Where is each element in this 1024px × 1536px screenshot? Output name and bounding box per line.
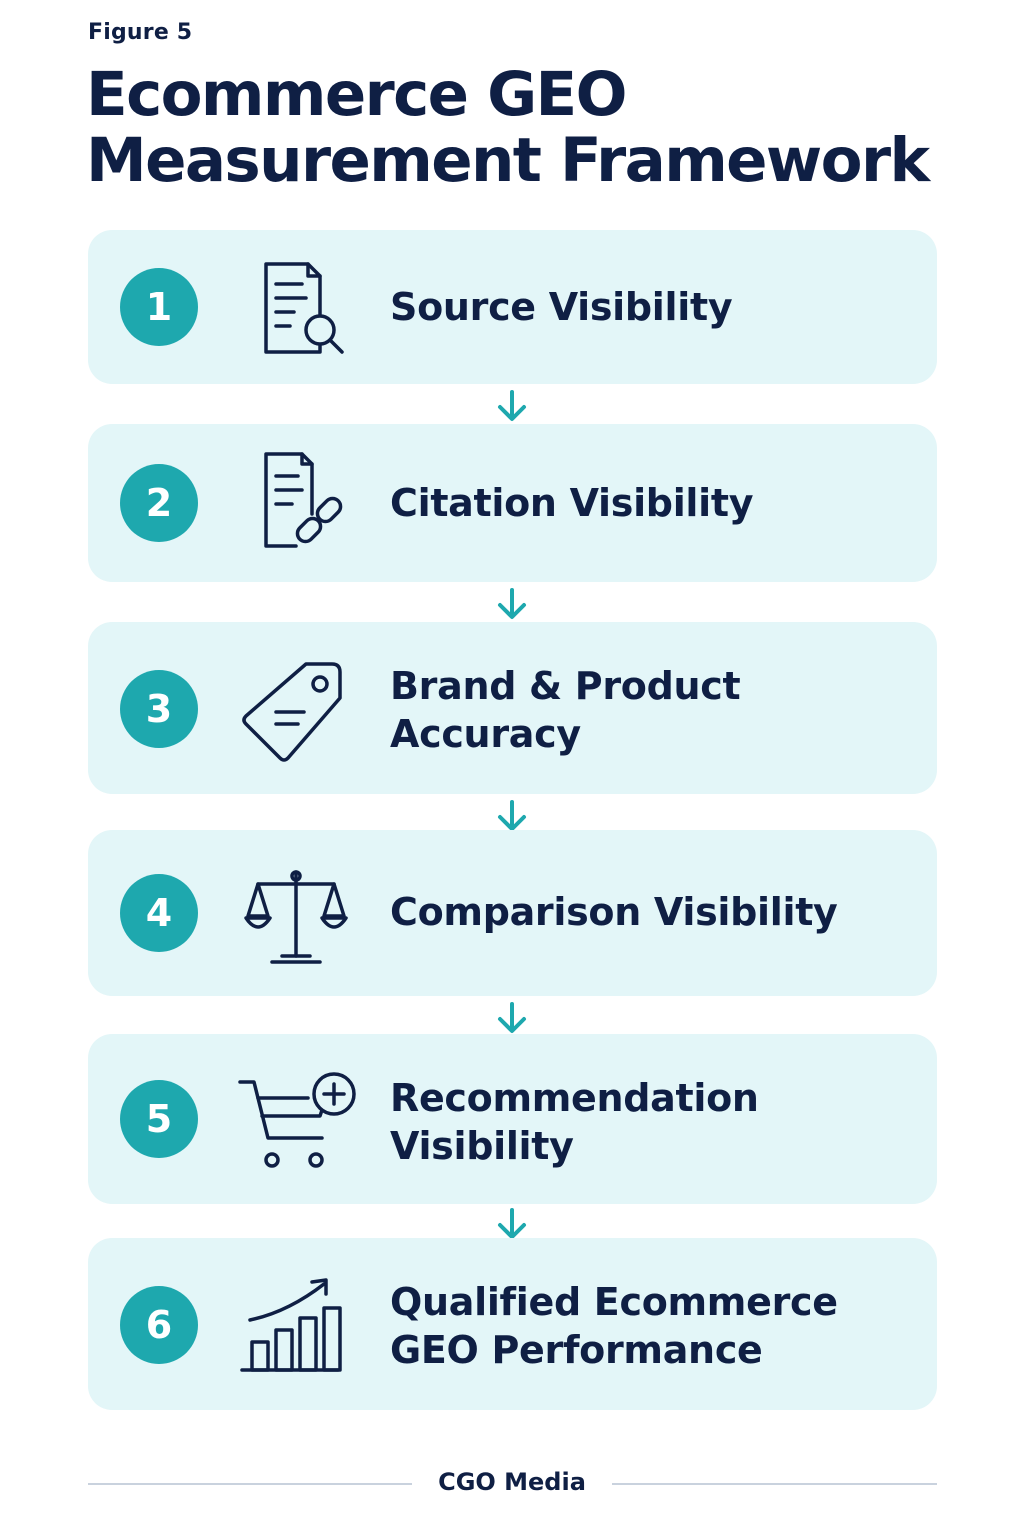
document-search-icon xyxy=(236,254,356,364)
step-card-4: 4 Comparison Visibility xyxy=(88,830,937,996)
step-number-badge: 5 xyxy=(120,1080,198,1158)
step-number-badge: 4 xyxy=(120,874,198,952)
title-line-1: Ecommerce GEO xyxy=(86,59,627,130)
step-label: Comparison Visibility xyxy=(390,890,838,934)
footer-brand: CGO Media xyxy=(438,1468,586,1496)
page-title: Ecommerce GEO Measurement Framework xyxy=(86,62,966,194)
balance-scale-icon xyxy=(236,860,356,970)
document-link-icon xyxy=(236,450,356,560)
step-label: Qualified Ecommerce GEO Performance xyxy=(390,1280,838,1372)
footer-rule-left xyxy=(88,1483,412,1485)
figure-label: Figure 5 xyxy=(88,20,193,45)
step-card-2: 2 Citation Visibility xyxy=(88,424,937,582)
flow-arrow xyxy=(492,796,532,836)
flow-arrow xyxy=(492,584,532,624)
step-number-badge: 6 xyxy=(120,1286,198,1364)
price-tag-icon xyxy=(236,654,356,764)
step-number-badge: 1 xyxy=(120,268,198,346)
step-number-badge: 3 xyxy=(120,670,198,748)
step-label: Source Visibility xyxy=(390,285,733,329)
growth-chart-icon xyxy=(236,1272,356,1382)
cart-plus-icon xyxy=(236,1068,356,1178)
step-card-1: 1 Source Visibility xyxy=(88,230,937,384)
footer-rule-right xyxy=(612,1483,937,1485)
step-card-3: 3 Brand & Product Accuracy xyxy=(88,622,937,794)
title-line-2: Measurement Framework xyxy=(86,125,930,196)
flow-arrow xyxy=(492,386,532,426)
flow-arrow xyxy=(492,1204,532,1244)
step-number-badge: 2 xyxy=(120,464,198,542)
step-card-5: 5 Recommendation Visibility xyxy=(88,1034,937,1204)
step-label: Citation Visibility xyxy=(390,481,754,525)
flow-arrow xyxy=(492,998,532,1038)
step-card-6: 6 Qualified Ecommerce GEO Performance xyxy=(88,1238,937,1410)
step-label: Brand & Product Accuracy xyxy=(390,664,741,756)
step-label: Recommendation Visibility xyxy=(390,1076,759,1168)
